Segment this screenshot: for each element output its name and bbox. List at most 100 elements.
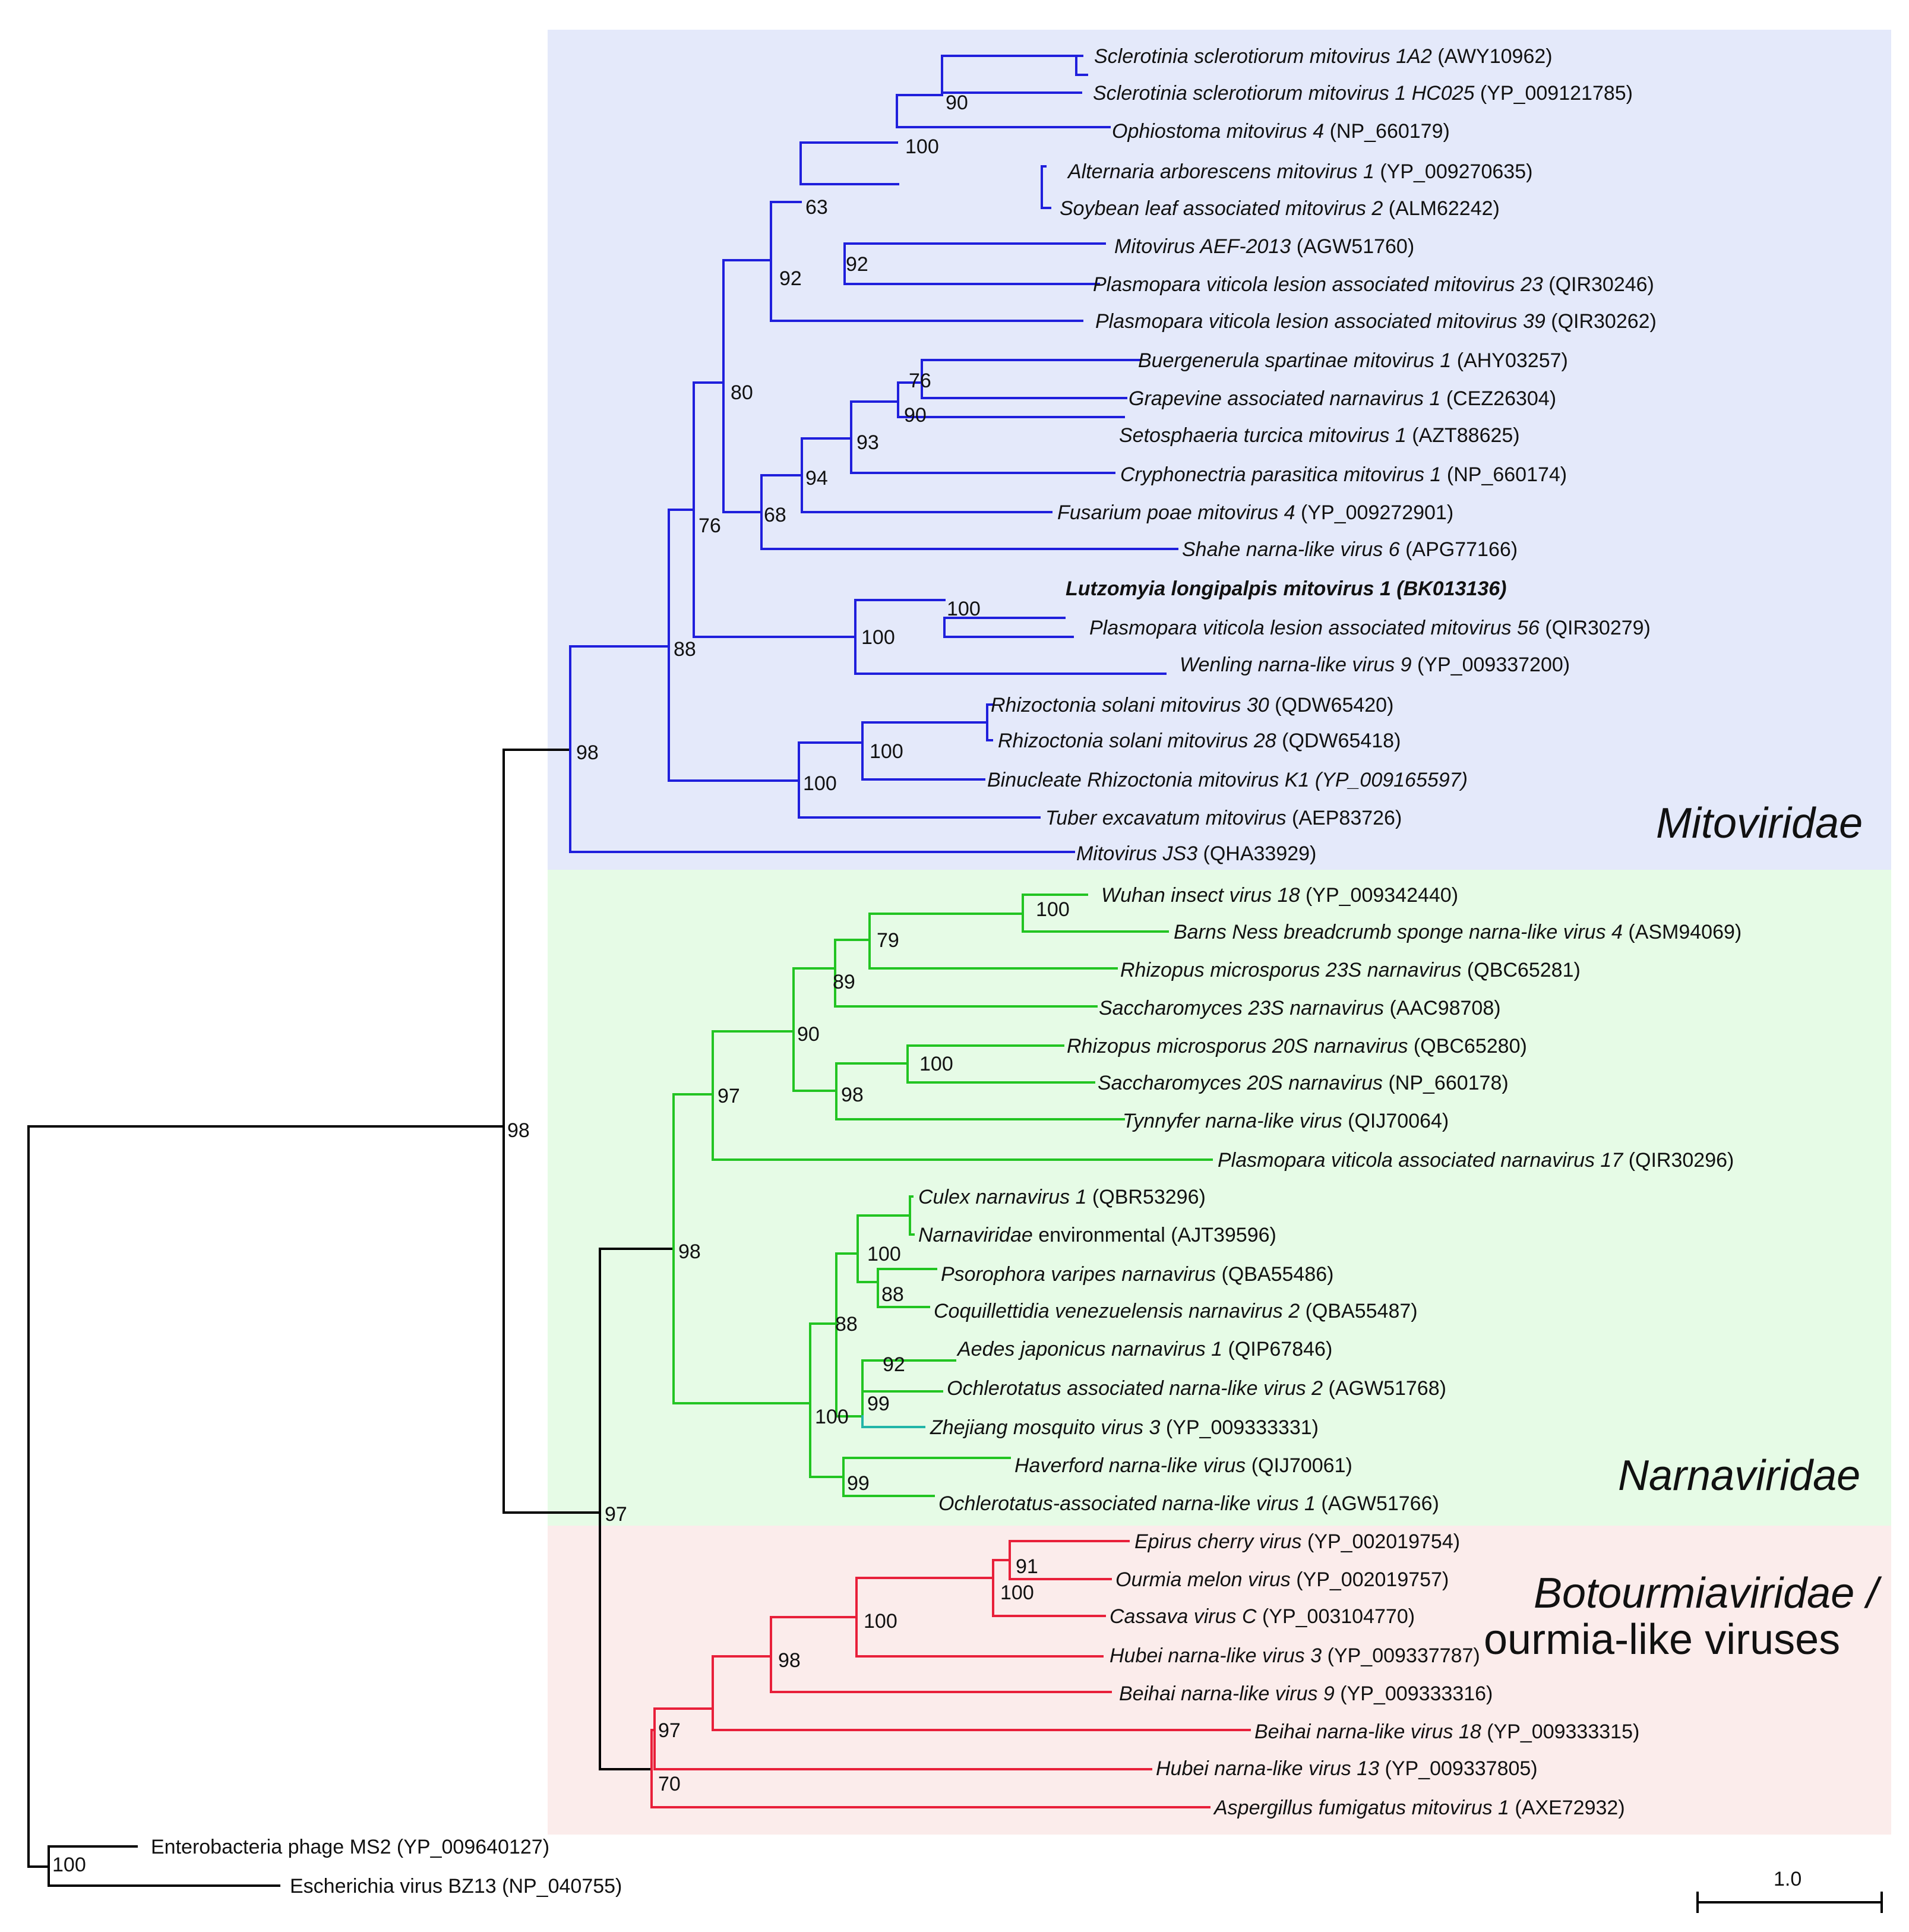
tip-label-species: Rhizoctonia solani mitovirus 30 xyxy=(991,694,1269,716)
botourmiaviridae-branches xyxy=(650,1540,1251,1808)
narnaviridae-branches xyxy=(672,894,1213,1497)
tip-label-accession: (YP_009337200) xyxy=(1412,654,1570,676)
tip-label-species: Grapevine associated narnavirus 1 xyxy=(1129,387,1440,410)
tip-label-species: Saccharomyces 20S narnavirus xyxy=(1098,1072,1383,1094)
bootstrap-value: 80 xyxy=(731,381,753,404)
bootstrap-value: 88 xyxy=(835,1313,858,1336)
tip-label-species: Cryphonectria parasitica mitovirus 1 xyxy=(1120,463,1441,486)
tip-label-accession: (AGW51766) xyxy=(1316,1492,1439,1515)
tip-label: Plasmopara viticola associated narnaviru… xyxy=(1218,1149,1734,1172)
tip-label-species: Aspergillus fumigatus mitovirus 1 xyxy=(1213,1797,1509,1819)
tip-label-accession: (YP_009333331) xyxy=(1160,1416,1319,1439)
bootstrap-value: 92 xyxy=(779,267,802,290)
bootstrap-value: 63 xyxy=(805,196,828,219)
tip-label-species: Alternaria arborescens mitovirus 1 xyxy=(1067,160,1374,183)
tip-label-species: Beihai narna-like virus 18 xyxy=(1254,1721,1481,1743)
tip-label: Plasmopara viticola lesion associated mi… xyxy=(1089,617,1651,639)
tip-label-species: Hubei narna-like virus 3 xyxy=(1110,1644,1322,1667)
tip-label: Tynnyfer narna-like virus (QIJ70064) xyxy=(1123,1110,1449,1132)
mitoviridae-group-label: Mitoviridae xyxy=(1656,800,1863,847)
tip-label-accession: (YP_009337805) xyxy=(1379,1757,1538,1780)
tip-label: Beihai narna-like virus 18 (YP_009333315… xyxy=(1254,1721,1639,1743)
bootstrap-value: 79 xyxy=(877,929,899,952)
bootstrap-value: 92 xyxy=(846,253,868,276)
tip-label: Wenling narna-like virus 9 (YP_009337200… xyxy=(1180,654,1570,676)
tip-label: Beihai narna-like virus 9 (YP_009333316) xyxy=(1119,1682,1493,1705)
bootstrap-value: 100 xyxy=(919,1053,953,1075)
tip-label-species: Epirus cherry virus xyxy=(1134,1530,1302,1553)
tip-label: Saccharomyces 23S narnavirus (AAC98708) xyxy=(1099,997,1501,1019)
tip-label: Hubei narna-like virus 3 (YP_009337787) xyxy=(1110,1644,1480,1667)
tip-label-accession: (QBC65280) xyxy=(1408,1035,1526,1057)
tip-label-accession: (NP_660174) xyxy=(1441,463,1567,486)
tip-label: Culex narnavirus 1 (QBR53296) xyxy=(918,1186,1206,1208)
tip-label-species: Ourmia melon virus xyxy=(1115,1568,1291,1591)
bootstrap-value: 98 xyxy=(778,1649,801,1672)
tip-label-species: Beihai narna-like virus 9 xyxy=(1119,1682,1335,1705)
tip-label-accession: (YP_002019754) xyxy=(1302,1530,1461,1553)
tip-label-species: Zhejiang mosquito virus 3 xyxy=(930,1416,1161,1439)
bootstrap-value: 68 xyxy=(764,504,786,526)
bootstrap-value: 100 xyxy=(1000,1581,1034,1604)
bootstrap-value: 89 xyxy=(833,971,855,993)
bootstrap-value: 100 xyxy=(861,626,895,649)
tip-label-species: Rhizopus microsporus 20S narnavirus xyxy=(1067,1035,1408,1057)
tip-label-species: Cassava virus C xyxy=(1110,1605,1257,1628)
tip-label-species: Buergenerula spartinae mitovirus 1 xyxy=(1138,349,1451,372)
tip-label: Rhizoctonia solani mitovirus 28 (QDW6541… xyxy=(998,730,1401,752)
tip-label-accession: (QIR30279) xyxy=(1540,617,1651,639)
tip-label-accession: (QIJ70064) xyxy=(1342,1110,1449,1132)
tip-label-species: Barns Ness breadcrumb sponge narna-like … xyxy=(1174,921,1623,943)
tip-label: Shahe narna-like virus 6 (APG77166) xyxy=(1182,538,1518,561)
tip-label-accession: (AHY03257) xyxy=(1451,349,1568,372)
tip-label-accession: (YP_009333315) xyxy=(1481,1721,1640,1743)
tip-label-species: Shahe narna-like virus 6 xyxy=(1182,538,1400,561)
bootstrap-value: 88 xyxy=(674,638,696,661)
tip-label-species: Psorophora varipes narnavirus xyxy=(941,1263,1216,1286)
tip-label: Ophiostoma mitovirus 4 (NP_660179) xyxy=(1112,120,1450,143)
tip-label-accession: (YP_009121785) xyxy=(1474,82,1633,105)
tip-label-accession: (AXE72932) xyxy=(1509,1797,1625,1819)
tip-label: Ochlerotatus associated narna-like virus… xyxy=(947,1377,1446,1400)
tip-label: Rhizopus microsporus 23S narnavirus (QBC… xyxy=(1120,959,1581,981)
bootstrap-value: 100 xyxy=(815,1406,849,1428)
tip-label-species: Tuber excavatum mitovirus xyxy=(1045,807,1287,829)
tip-label-species: Plasmopara viticola lesion associated mi… xyxy=(1089,617,1540,639)
tip-label-species: Binucleate Rhizoctonia mitovirus K1 (YP_… xyxy=(987,769,1468,791)
tip-label-accession: (QHA33929) xyxy=(1197,842,1316,865)
zhejiang-branch xyxy=(861,1415,925,1428)
tip-label-accession: (QBR53296) xyxy=(1086,1186,1205,1208)
bootstrap-value: 90 xyxy=(904,404,927,427)
tip-label-species: Lutzomyia longipalpis mitovirus 1 (BK013… xyxy=(1066,577,1507,600)
tip-label-accession: (QBA55486) xyxy=(1216,1263,1333,1286)
tip-label: Enterobacteria phage MS2 (YP_009640127) xyxy=(151,1836,549,1858)
bootstrap-value: 92 xyxy=(883,1353,905,1376)
tip-label: Coquillettidia venezuelensis narnavirus … xyxy=(934,1300,1418,1322)
tip-label: Wuhan insect virus 18 (YP_009342440) xyxy=(1101,884,1458,907)
bootstrap-value: 88 xyxy=(881,1283,904,1306)
bootstrap-value: 90 xyxy=(797,1023,820,1046)
tip-label-accession: (AGW51768) xyxy=(1323,1377,1446,1400)
tip-label: Saccharomyces 20S narnavirus (NP_660178) xyxy=(1098,1072,1509,1094)
tip-label-accession: (QDW65418) xyxy=(1276,730,1401,752)
tip-label-species: Mitovirus JS3 xyxy=(1076,842,1197,865)
bootstrap-value: 97 xyxy=(658,1719,681,1742)
tip-label: Aedes japonicus narnavirus 1 (QIP67846) xyxy=(956,1338,1332,1360)
tip-label: Alternaria arborescens mitovirus 1 (YP_0… xyxy=(1067,160,1532,183)
tip-label-species: Plasmopara viticola lesion associated mi… xyxy=(1093,273,1543,296)
tip-label-accession: (YP_003104770) xyxy=(1257,1605,1415,1628)
botourmiaviridae-group-label-line1: Botourmiaviridae / xyxy=(1534,1570,1882,1617)
bootstrap-value: 91 xyxy=(1016,1555,1038,1578)
tip-label-species: Ochlerotatus associated narna-like virus… xyxy=(947,1377,1323,1400)
tip-label-accession: (YP_009342440) xyxy=(1300,884,1459,907)
bootstrap-value: 70 xyxy=(658,1773,681,1795)
tip-label: Ochlerotatus-associated narna-like virus… xyxy=(938,1492,1439,1515)
tip-label-accession: (QIR30246) xyxy=(1543,273,1654,296)
bootstrap-value: 100 xyxy=(803,772,837,795)
bootstrap-value: 100 xyxy=(1036,898,1070,921)
tip-label-species: Haverford narna-like virus xyxy=(1014,1454,1246,1477)
tip-label-accession: (CEZ26304) xyxy=(1440,387,1556,410)
bootstrap-values: 9010063929280769093946876100100881001009… xyxy=(52,91,1070,1876)
narnaviridae-group-label: Narnaviridae xyxy=(1618,1452,1860,1499)
